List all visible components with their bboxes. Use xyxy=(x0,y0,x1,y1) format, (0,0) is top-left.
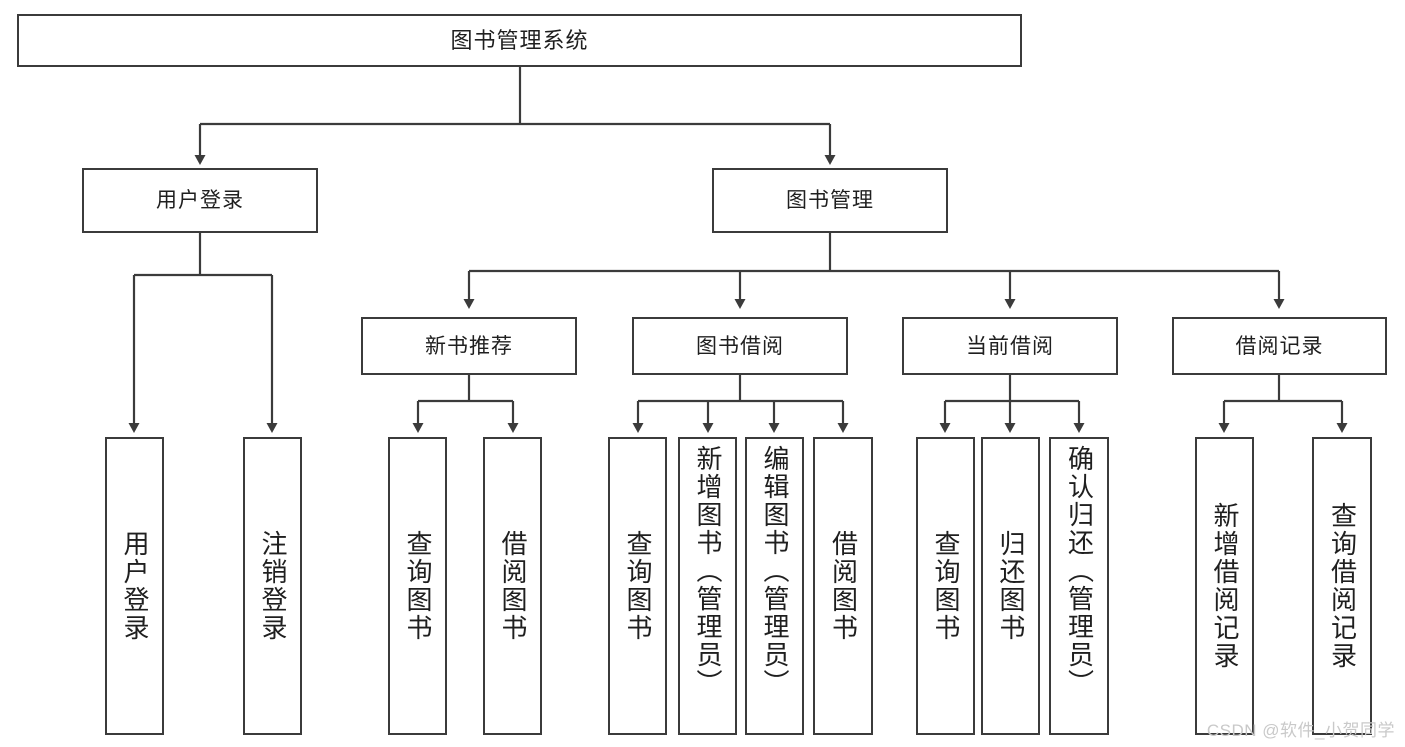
node-book-management[interactable]: 图书管理 xyxy=(712,168,948,233)
leaf-user-login-login[interactable]: 用户登录 xyxy=(105,437,164,735)
leaf-current-borrow-confirm-return[interactable]: 确认归还（管理员） xyxy=(1049,437,1109,735)
node-label: 借阅图书 xyxy=(498,530,529,642)
node-label: 新增借阅记录 xyxy=(1210,502,1241,670)
leaf-user-login-logout[interactable]: 注销登录 xyxy=(243,437,302,735)
node-label: 当前借阅 xyxy=(966,334,1054,358)
node-label: 图书管理 xyxy=(786,189,874,212)
leaf-borrow-record-query[interactable]: 查询借阅记录 xyxy=(1312,437,1372,735)
node-label: 用户登录 xyxy=(120,530,151,642)
leaf-book-borrow-add[interactable]: 新增图书（管理员） xyxy=(678,437,737,735)
leaf-current-borrow-query[interactable]: 查询图书 xyxy=(916,437,975,735)
leaf-book-borrow-edit[interactable]: 编辑图书（管理员） xyxy=(745,437,804,735)
leaf-current-borrow-return[interactable]: 归还图书 xyxy=(981,437,1040,735)
node-label: 图书管理系统 xyxy=(450,27,589,53)
node-label: 编辑图书（管理员） xyxy=(760,445,791,697)
node-label: 用户登录 xyxy=(156,189,244,212)
node-label: 图书借阅 xyxy=(696,334,784,358)
node-borrow-record[interactable]: 借阅记录 xyxy=(1172,317,1387,375)
node-label: 查询借阅记录 xyxy=(1327,502,1358,670)
node-root-system[interactable]: 图书管理系统 xyxy=(17,14,1022,67)
node-label: 查询图书 xyxy=(931,530,962,642)
node-current-borrow[interactable]: 当前借阅 xyxy=(902,317,1118,375)
node-user-login[interactable]: 用户登录 xyxy=(82,168,318,233)
node-label: 归还图书 xyxy=(996,530,1027,642)
node-label: 注销登录 xyxy=(258,530,289,642)
leaf-book-borrow-query[interactable]: 查询图书 xyxy=(608,437,667,735)
leaf-new-book-borrow[interactable]: 借阅图书 xyxy=(483,437,542,735)
leaf-new-book-query[interactable]: 查询图书 xyxy=(388,437,447,735)
node-label: 查询图书 xyxy=(403,530,434,642)
leaf-book-borrow-borrow[interactable]: 借阅图书 xyxy=(813,437,873,735)
node-label: 借阅记录 xyxy=(1235,334,1324,358)
node-label: 新增图书（管理员） xyxy=(693,445,724,697)
node-label: 新书推荐 xyxy=(425,334,513,358)
node-new-book-recommend[interactable]: 新书推荐 xyxy=(361,317,577,375)
node-book-borrow[interactable]: 图书借阅 xyxy=(632,317,848,375)
node-label: 查询图书 xyxy=(623,530,654,642)
leaf-borrow-record-add[interactable]: 新增借阅记录 xyxy=(1195,437,1254,735)
node-label: 借阅图书 xyxy=(828,530,859,642)
node-label: 确认归还（管理员） xyxy=(1064,445,1095,697)
